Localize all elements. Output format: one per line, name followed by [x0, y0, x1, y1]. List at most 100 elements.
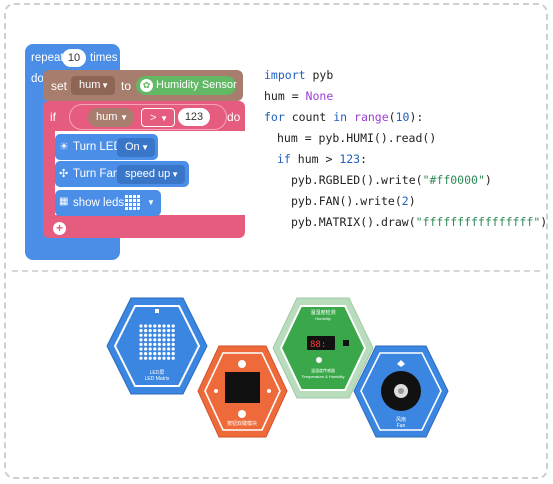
led-dot: [153, 352, 157, 356]
led-dot: [139, 333, 143, 337]
led-dot: [139, 338, 143, 342]
led-matrix-label: LED屏 LED Matrix: [144, 370, 170, 382]
set-variable-dropdown[interactable]: hum▼: [71, 76, 115, 95]
compare-variable-name: hum: [96, 111, 118, 123]
led-dot: [144, 338, 148, 342]
constant: None: [305, 89, 334, 103]
led-dot: [148, 338, 152, 342]
led-dot: [167, 329, 171, 333]
if-do-label: do: [227, 110, 241, 124]
led-dot: [144, 356, 148, 360]
number: 10: [395, 110, 410, 124]
keyword: for: [264, 110, 285, 124]
code-text: ): [484, 173, 492, 187]
turn-led-block[interactable]: ☀ Turn LED On▼: [55, 134, 158, 160]
builtin: range: [347, 110, 389, 124]
led-dot: [139, 342, 143, 346]
do-label: do: [31, 73, 44, 85]
led-dot: [148, 342, 152, 346]
set-variable-block[interactable]: set hum▼ to ✿ Humidity Sensor: [43, 70, 243, 101]
led-dot: [139, 329, 143, 333]
led-dot: [167, 338, 171, 342]
led-dot: [167, 352, 171, 356]
led-dot: [148, 356, 152, 360]
led-state-dropdown[interactable]: On▼: [117, 138, 155, 157]
compare-value-input[interactable]: 123: [178, 108, 210, 126]
led-dot: [167, 347, 171, 351]
led-dot: [162, 356, 166, 360]
compare-operator-dropdown[interactable]: >▼: [141, 108, 175, 127]
code-text: (: [388, 110, 396, 124]
if-label: if: [50, 110, 56, 124]
led-dot: [162, 333, 166, 337]
code-line-4: hum = pyb.HUMI().read(): [277, 131, 437, 145]
led-dot: [171, 352, 175, 356]
humidity-sensor-block[interactable]: ✿ Humidity Sensor: [136, 76, 237, 95]
code-line-5: if hum > 123:: [277, 152, 367, 168]
to-label: to: [121, 79, 132, 93]
code-text: pyb: [305, 68, 334, 82]
turn-led-label: Turn LED: [73, 141, 122, 153]
turn-fan-block[interactable]: ✣ Turn Fan speed up▼: [55, 161, 189, 187]
led-dot: [171, 338, 175, 342]
show-leds-block[interactable]: ▦ show leds ▼: [55, 190, 161, 216]
led-dot: [144, 352, 148, 356]
code-line-7: pyb.FAN().write(2): [291, 194, 416, 210]
code-text: :: [360, 152, 368, 166]
button-module-label: 按钮双键模块: [226, 421, 257, 427]
canvas-frame: [4, 3, 548, 479]
led-dot: [148, 324, 152, 328]
keyword: import: [264, 68, 306, 82]
humidity-sensor-label: Humidity Sensor: [156, 79, 237, 91]
led-dot: [144, 347, 148, 351]
led-dot: [157, 356, 161, 360]
repeat-count-input[interactable]: 10: [62, 49, 86, 67]
led-dot: [171, 356, 175, 360]
led-dot: [148, 333, 152, 337]
led-dot: [153, 329, 157, 333]
led-matrix-picker[interactable]: [124, 194, 140, 210]
led-dot: [167, 324, 171, 328]
led-dot: [167, 333, 171, 337]
led-dot: [144, 342, 148, 346]
compare-variable-dropdown[interactable]: hum▼: [88, 108, 134, 127]
led-dot: [162, 342, 166, 346]
led-dot: [157, 347, 161, 351]
sensor-module-title: 温湿度检测: [310, 310, 336, 316]
section-divider: [12, 270, 540, 272]
add-branch-icon[interactable]: +: [53, 222, 66, 235]
string: "ffffffffffffffff": [415, 215, 541, 229]
led-dot: [153, 356, 157, 360]
bulb-icon: ☀: [59, 141, 69, 153]
chevron-down-icon: ▼: [141, 143, 149, 152]
sensor-module-label: 温湿度传感器 Temperature & Humidity: [301, 368, 345, 379]
led-matrix-module: LED屏 LED Matrix: [105, 296, 209, 396]
led-dot: [144, 329, 148, 333]
keyword: if: [277, 152, 291, 166]
led-state-value: On: [125, 141, 140, 153]
compare-block[interactable]: hum▼ >▼ 123: [69, 104, 227, 130]
led-dot: [157, 333, 161, 337]
led-dot: [148, 329, 152, 333]
led-dot: [144, 333, 148, 337]
repeat-label: repeat: [31, 52, 64, 64]
fan-speed-dropdown[interactable]: speed up▼: [117, 165, 185, 184]
led-dot: [153, 338, 157, 342]
led-dot: [171, 333, 175, 337]
chevron-down-icon: ▼: [160, 114, 168, 123]
led-dot: [157, 324, 161, 328]
code-text: pyb.RGBLED().write(: [291, 173, 423, 187]
led-dot: [157, 338, 161, 342]
code-line-8: pyb.MATRIX().draw("ffffffffffffffff"): [291, 215, 547, 231]
chevron-down-icon[interactable]: ▼: [147, 198, 155, 207]
led-dot: [148, 352, 152, 356]
led-dot: [144, 324, 148, 328]
grid-icon: ▦: [59, 196, 69, 207]
string: "#ff0000": [422, 173, 485, 187]
number: 2: [401, 194, 409, 208]
keyword: in: [333, 110, 348, 124]
turn-fan-label: Turn Fan: [73, 168, 120, 180]
led-dot: [162, 329, 166, 333]
led-dot: [171, 342, 175, 346]
led-dot: [171, 329, 175, 333]
